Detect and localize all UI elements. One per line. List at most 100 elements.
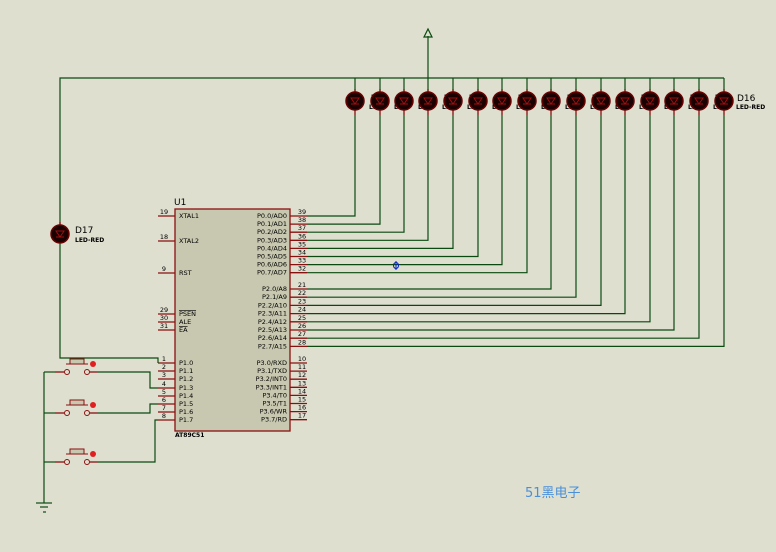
pin-number: 4 <box>162 380 166 388</box>
led-d16[interactable] <box>714 91 734 111</box>
led-signal-wire <box>307 115 381 225</box>
led-value-d16: LED-RED <box>736 104 765 111</box>
chip-body[interactable] <box>174 208 291 432</box>
led-d5[interactable] <box>443 91 463 111</box>
pin-label: P3.6/WR <box>260 408 288 416</box>
diode-triangle-icon <box>448 97 458 105</box>
led-signal-wire <box>307 115 725 347</box>
led-d15[interactable] <box>689 91 709 111</box>
led-d7[interactable] <box>492 91 512 111</box>
pin-label: P1.4 <box>179 392 193 400</box>
pin-label: P2.0/A8 <box>262 285 287 293</box>
pin-label: EA <box>179 326 188 334</box>
button-contact <box>84 410 90 416</box>
pin-label: P0.6/AD6 <box>257 261 287 269</box>
led-d2[interactable] <box>370 91 390 111</box>
pin-label: P1.2 <box>179 375 193 383</box>
pin-label: P0.7/AD7 <box>257 269 287 277</box>
button-cap-icon <box>69 358 85 365</box>
led-signal-wire <box>307 115 602 306</box>
led-d13[interactable] <box>640 91 660 111</box>
led-signal-wire <box>307 115 626 315</box>
led-d17[interactable] <box>50 224 70 244</box>
led-signal-wire <box>307 115 479 258</box>
pin-label: P3.5/T1 <box>262 400 287 408</box>
led-d4[interactable] <box>418 91 438 111</box>
pin-label: ALE <box>179 318 191 326</box>
led-d10[interactable] <box>566 91 586 111</box>
vcc-bus-wire <box>59 77 724 228</box>
pushbutton-2[interactable] <box>55 399 98 416</box>
led-body-icon <box>566 91 586 111</box>
pin-number: 9 <box>162 265 166 273</box>
led-d6[interactable] <box>468 91 488 111</box>
pin-number: 32 <box>298 265 306 273</box>
led-d14[interactable] <box>664 91 684 111</box>
diode-triangle-icon <box>473 97 483 105</box>
button2-to-p15-wire <box>98 403 158 414</box>
led-body-icon <box>664 91 684 111</box>
diode-triangle-icon <box>497 97 507 105</box>
led-d12[interactable] <box>615 91 635 111</box>
button-contact <box>84 459 90 465</box>
diode-triangle-icon <box>571 97 581 105</box>
pin-label: P2.5/A13 <box>258 326 287 334</box>
led-d9[interactable] <box>541 91 561 111</box>
button-indicator-icon <box>90 402 96 408</box>
led-signal-wire <box>307 115 356 217</box>
led-body-icon <box>640 91 660 111</box>
pushbutton-3[interactable] <box>55 448 98 465</box>
pin-number: 11 <box>298 363 306 371</box>
pin-label: P3.4/T0 <box>262 391 287 399</box>
button-indicator-icon <box>90 361 96 367</box>
chip-ref: U1 <box>174 198 186 208</box>
pin-number: 37 <box>298 224 306 232</box>
diode-triangle-icon <box>596 97 606 105</box>
pushbutton-1[interactable] <box>55 358 98 375</box>
pin-number: 2 <box>162 363 166 371</box>
led-signal-wire <box>307 115 651 323</box>
led-signal-wire <box>307 115 503 266</box>
pin-number: 19 <box>160 208 168 216</box>
pin-label: RST <box>179 269 192 277</box>
pin-number: 31 <box>160 322 168 330</box>
pin-number: 33 <box>298 257 306 265</box>
led-ref-d17: D17 <box>75 226 93 236</box>
pin-label: P1.5 <box>179 400 193 408</box>
button-cap-icon <box>69 448 85 455</box>
power-terminal-icon[interactable] <box>423 27 433 38</box>
pin-number: 30 <box>160 314 168 322</box>
diode-triangle-icon <box>522 97 532 105</box>
pin-number: 29 <box>160 306 168 314</box>
led-d8[interactable] <box>517 91 537 111</box>
pin-label: P3.3/INT1 <box>256 383 287 391</box>
diode-triangle-icon <box>669 97 679 105</box>
led-body-icon <box>714 91 734 111</box>
diode-triangle-icon <box>375 97 385 105</box>
pin-label: P0.4/AD4 <box>257 244 287 252</box>
led-body-icon <box>492 91 512 111</box>
pin-number: 39 <box>298 208 306 216</box>
pin-label: P0.1/AD1 <box>257 220 287 228</box>
led-body-icon <box>541 91 561 111</box>
button3-to-p17-wire <box>98 419 158 463</box>
pin-number: 36 <box>298 232 306 240</box>
diode-triangle-icon <box>645 97 655 105</box>
led-value-d17: LED-RED <box>75 237 104 244</box>
led-body-icon <box>689 91 709 111</box>
led-d1[interactable] <box>345 91 365 111</box>
pin-number: 18 <box>160 233 168 241</box>
pin-number: 10 <box>298 355 306 363</box>
led-d11[interactable] <box>591 91 611 111</box>
led-d3[interactable] <box>394 91 414 111</box>
pin-label: P0.3/AD3 <box>257 236 287 244</box>
diode-triangle-icon <box>694 97 704 105</box>
pin-label: P2.2/A10 <box>258 301 287 309</box>
pin-label: P2.6/A14 <box>258 334 287 342</box>
watermark-text: 51黑电子 <box>525 486 581 501</box>
pin-number: 7 <box>162 404 166 412</box>
led-body-icon <box>418 91 438 111</box>
pin-number: 6 <box>162 396 166 404</box>
button-contact <box>64 410 70 416</box>
